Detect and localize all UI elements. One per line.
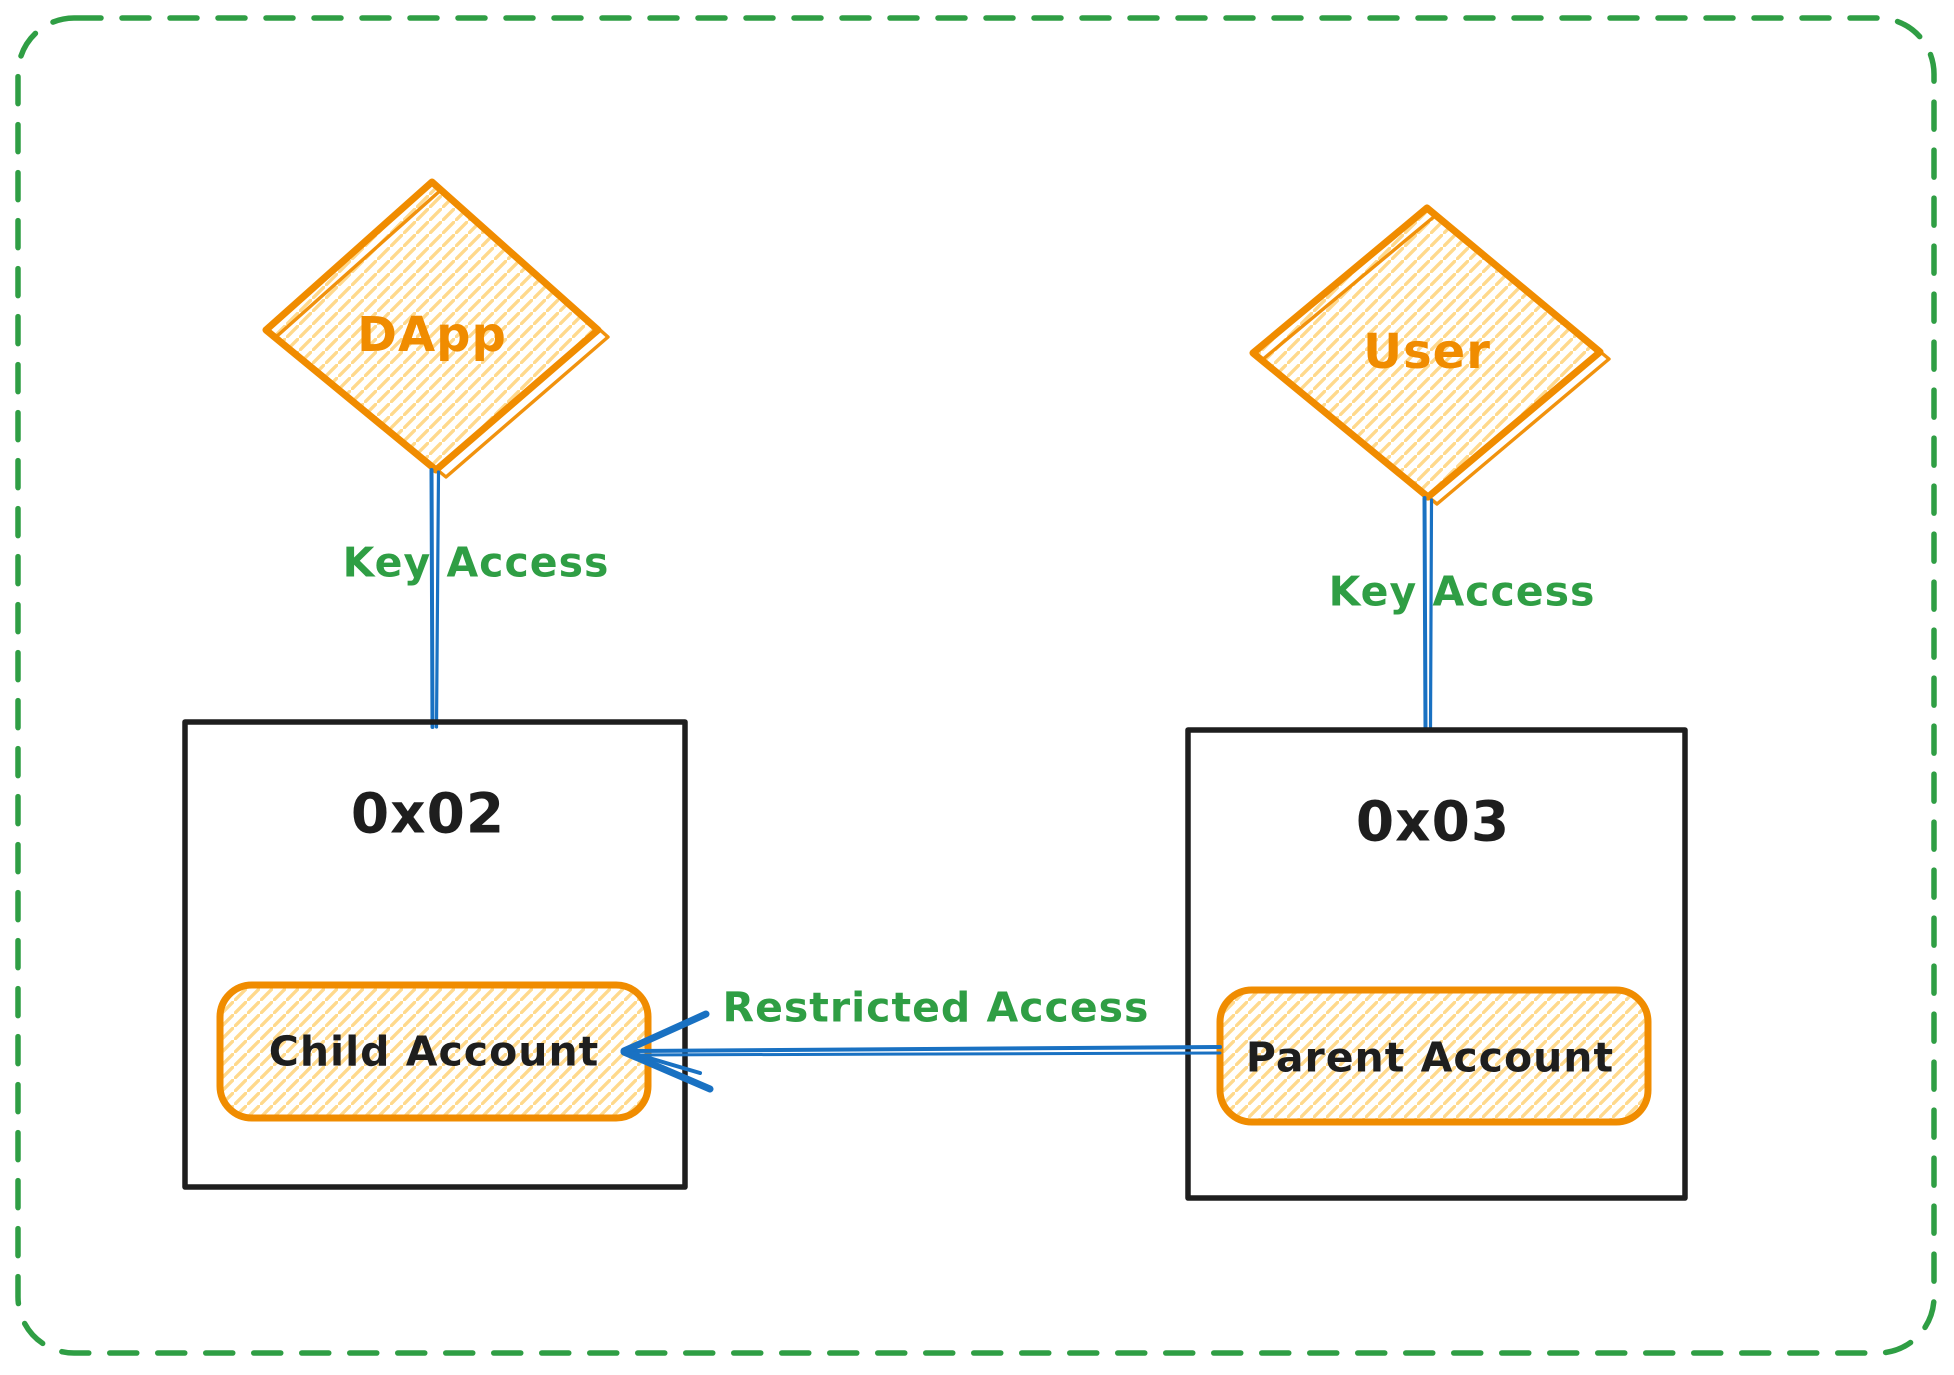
parent-account-label: Parent Account [1245,1033,1615,1082]
account-0x02-box [182,719,688,1190]
account-0x02-label: 0x02 [350,781,506,846]
dapp-key-access-connector [429,468,441,729]
dashed-frame [15,15,1937,1356]
dapp-node-label: DApp [357,307,507,363]
parent-account-box [1216,986,1652,1126]
account-0x03-label: 0x03 [1355,789,1511,854]
dapp-key-access-label: Key Access [342,538,610,587]
user-key-access-label: Key Access [1328,567,1596,616]
child-account-label: Child Account [268,1027,600,1076]
user-diamond [1249,204,1611,506]
account-0x03-box [1185,727,1688,1201]
dapp-diamond [262,178,610,479]
user-node-label: User [1363,324,1491,380]
user-key-access-connector [1422,496,1434,731]
restricted-access-label: Restricted Access [722,983,1150,1032]
restricted-access-arrow [620,1010,1222,1093]
